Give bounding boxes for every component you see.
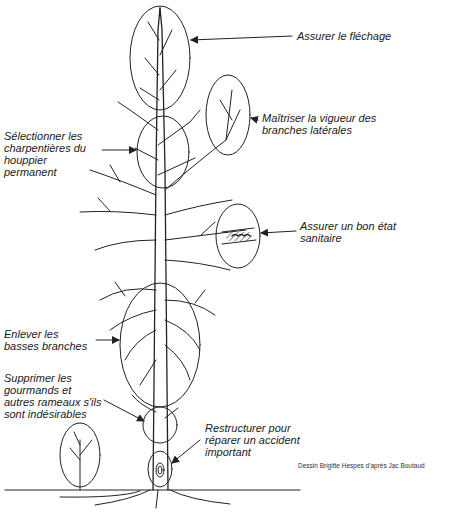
callout-label: Restructurer pour réparer un accident im…	[205, 422, 305, 458]
credit-note: Dessin Brigitte Hespes d'après Jac Bouta…	[298, 462, 448, 470]
callout-label: Supprimer les gourmands et autres rameau…	[4, 372, 102, 420]
callout-label: Assurer le fléchage	[297, 30, 437, 42]
callout-label: Sélectionner les charpentières du houppi…	[4, 130, 100, 178]
callout-label: Maîtriser la vigueur des branches latéra…	[262, 112, 422, 136]
callout-label: Enlever les basses branches	[4, 328, 92, 352]
callout-label: Assurer un bon état sanitaire	[300, 220, 400, 244]
